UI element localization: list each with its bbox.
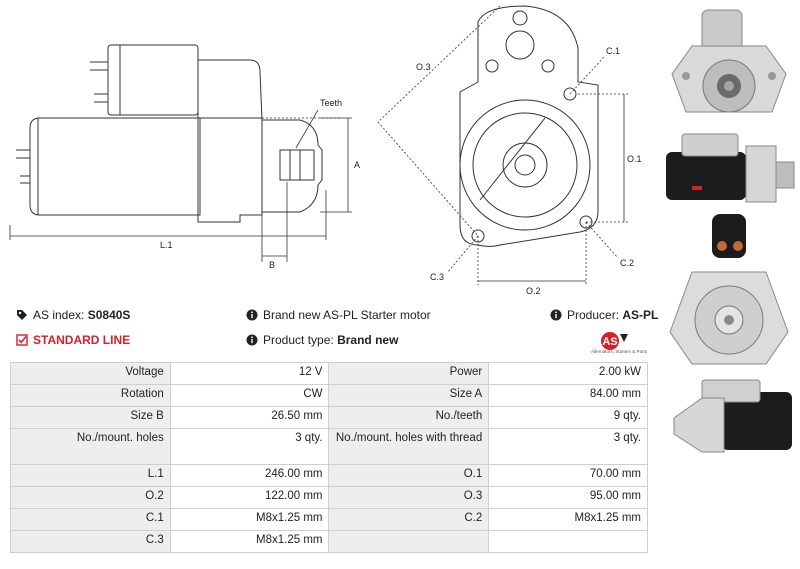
spec-value: 26.50 mm bbox=[169, 406, 330, 429]
spec-value: 84.00 mm bbox=[488, 384, 648, 407]
spec-label bbox=[328, 530, 490, 553]
as-pl-logo: AS bbox=[601, 332, 628, 350]
spec-label: No./mount. holes bbox=[10, 428, 171, 465]
dim-c2-label: C.2 bbox=[620, 258, 634, 268]
dim-o3-label: O.3 bbox=[416, 62, 431, 72]
motor-body-outline bbox=[29, 117, 201, 216]
product-photos bbox=[662, 4, 796, 464]
dim-o1-label: O.1 bbox=[627, 154, 642, 164]
flange-center-disc bbox=[459, 99, 591, 231]
dim-o2-label: O.2 bbox=[526, 286, 541, 296]
spec-value: M8x1.25 mm bbox=[488, 508, 648, 531]
technical-drawing: Teeth A B L.1 O.3 O.1 O.2 C.1 C.2 C.3 bbox=[9, 5, 642, 296]
spec-label: C.2 bbox=[328, 508, 490, 531]
spec-label: Size A bbox=[328, 384, 490, 407]
dim-b-label: B bbox=[269, 260, 275, 270]
dim-a-label: A bbox=[354, 160, 360, 170]
standard-line-text: STANDARD LINE bbox=[33, 333, 131, 347]
spec-value: 95.00 mm bbox=[488, 486, 648, 509]
spec-value: 9 qty. bbox=[488, 406, 648, 429]
spec-label: No./teeth bbox=[328, 406, 490, 429]
product-photo-front[interactable] bbox=[662, 4, 796, 124]
producer-value: AS-PL bbox=[622, 308, 659, 322]
flange-outline bbox=[459, 5, 599, 247]
spec-label: O.3 bbox=[328, 486, 490, 509]
standard-line: STANDARD LINE bbox=[16, 333, 130, 347]
spec-value: 12 V bbox=[169, 362, 330, 385]
logo-text: AS bbox=[602, 336, 617, 348]
logo-tagline: Alternators, Starters & Parts bbox=[590, 349, 648, 354]
brand-description: Brand new AS-PL Starter motor bbox=[246, 308, 431, 322]
product-photo-side[interactable] bbox=[662, 130, 796, 206]
as-index: AS index: S0840S bbox=[16, 308, 130, 322]
product-type: Product type: Brand new bbox=[246, 333, 398, 347]
spec-label: O.2 bbox=[10, 486, 171, 509]
info-icon bbox=[246, 309, 258, 321]
brand-description-text: Brand new AS-PL Starter motor bbox=[263, 308, 431, 322]
as-index-label: AS index: bbox=[33, 308, 85, 322]
spec-label: No./mount. holes with thread bbox=[328, 428, 490, 465]
spec-label: C.3 bbox=[10, 530, 171, 553]
spec-value bbox=[488, 530, 648, 553]
as-index-value: S0840S bbox=[87, 308, 131, 322]
spec-value: 246.00 mm bbox=[169, 464, 330, 487]
spec-label: O.1 bbox=[328, 464, 490, 487]
dim-l1-label: L.1 bbox=[160, 240, 173, 250]
producer-label: Producer: bbox=[567, 308, 620, 322]
spec-label: Voltage bbox=[10, 362, 171, 385]
spec-value: M8x1.25 mm bbox=[169, 530, 330, 553]
product-photo-angle[interactable] bbox=[662, 378, 796, 458]
spec-value: CW bbox=[169, 384, 330, 407]
hole-c1 bbox=[563, 87, 577, 101]
spec-value: 3 qty. bbox=[488, 428, 648, 465]
dim-c1-label: C.1 bbox=[606, 46, 620, 56]
producer: Producer: AS-PL bbox=[550, 308, 658, 322]
dim-c3-label: C.3 bbox=[430, 272, 444, 282]
product-photo-rear[interactable] bbox=[662, 212, 796, 372]
solenoid-outline bbox=[107, 44, 199, 116]
tag-icon bbox=[17, 310, 27, 320]
spec-value: M8x1.25 mm bbox=[169, 508, 330, 531]
spec-label: Size B bbox=[10, 406, 171, 429]
spec-label: L.1 bbox=[10, 464, 171, 487]
gear-housing-outline bbox=[197, 59, 263, 223]
spec-value: 2.00 kW bbox=[488, 362, 648, 385]
info-icon bbox=[550, 309, 562, 321]
pinion-outline bbox=[279, 149, 315, 181]
product-info: AS index: S0840S STANDARD LINE Brand new… bbox=[14, 308, 658, 356]
product-type-value: Brand new bbox=[337, 333, 399, 347]
spec-label: Rotation bbox=[10, 384, 171, 407]
checkbox-checked-icon bbox=[16, 334, 28, 346]
spec-value: 122.00 mm bbox=[169, 486, 330, 509]
teeth-label: Teeth bbox=[320, 98, 342, 108]
spec-value: 70.00 mm bbox=[488, 464, 648, 487]
spec-label: Power bbox=[328, 362, 490, 385]
spec-label: C.1 bbox=[10, 508, 171, 531]
product-type-label: Product type: bbox=[263, 333, 334, 347]
spec-value: 3 qty. bbox=[169, 428, 330, 465]
info-icon bbox=[246, 334, 258, 346]
